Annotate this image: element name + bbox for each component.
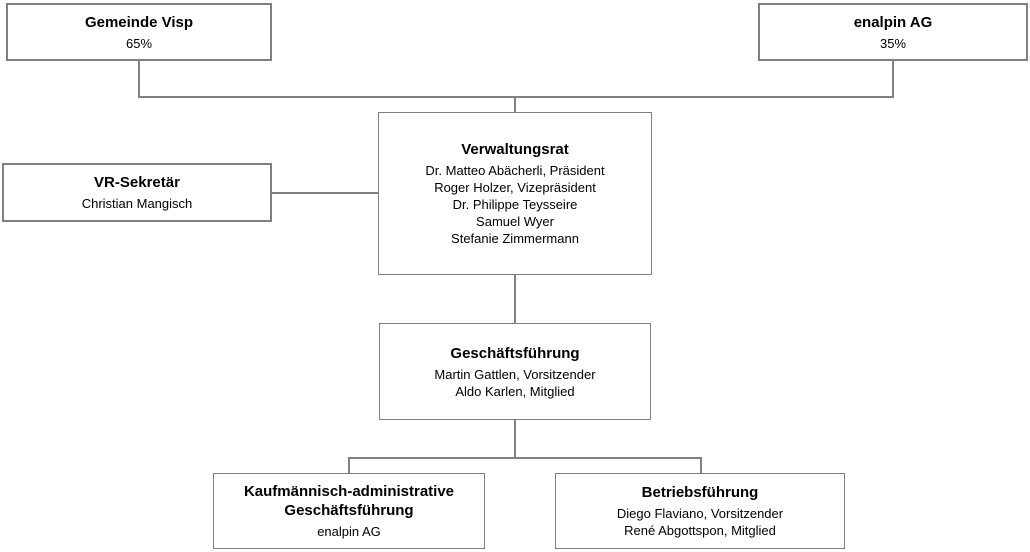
connector-to-betriebsfuehrung <box>700 457 702 473</box>
org-box-title: Gemeinde Visp <box>84 13 194 31</box>
ownership-percentage: 35% <box>879 35 907 51</box>
org-box-title: Kaufmännisch-administrative Geschäftsfüh… <box>243 483 455 519</box>
org-box-title: Geschäftsführung <box>450 344 580 362</box>
ownership-percentage: 65% <box>125 35 153 51</box>
member-name: Roger Holzer, Vizepräsident <box>434 180 596 195</box>
member-name: Samuel Wyer <box>476 214 554 229</box>
connector-gemeinde-drop <box>138 61 140 98</box>
org-box-betriebsfuehrung: Betriebsführung Diego Flaviano, Vorsitze… <box>555 473 845 549</box>
member-name: Dr. Philippe Teysseire <box>452 197 578 212</box>
connector-to-kaufmaennisch <box>348 457 350 473</box>
connector-to-verwaltungsrat <box>514 96 516 112</box>
org-box-geschaeftsfuehrung: Geschäftsführung Martin Gattlen, Vorsitz… <box>379 323 651 420</box>
member-name: René Abgottspon, Mitglied <box>624 523 776 538</box>
member-name: Stefanie Zimmermann <box>451 231 579 246</box>
connector-enalpin-drop <box>892 61 894 98</box>
member-name: Christian Mangisch <box>81 196 193 211</box>
org-box-verwaltungsrat: Verwaltungsrat Dr. Matteo Abächerli, Prä… <box>378 112 652 275</box>
member-name: Aldo Karlen, Mitglied <box>455 383 575 399</box>
org-box-vr-sekretaer: VR-Sekretär Christian Mangisch <box>2 163 272 222</box>
org-box-enalpin-ag: enalpin AG 35% <box>758 3 1028 61</box>
member-name: enalpin AG <box>317 524 381 539</box>
org-box-kaufmaennisch-administrative: Kaufmännisch-administrative Geschäftsfüh… <box>213 473 485 549</box>
connector-owners-horizontal <box>138 96 894 98</box>
org-box-gemeinde-visp: Gemeinde Visp 65% <box>6 3 272 61</box>
member-name: Dr. Matteo Abächerli, Präsident <box>425 163 605 178</box>
org-box-title: enalpin AG <box>853 13 933 31</box>
member-name: Martin Gattlen, Vorsitzender <box>434 366 596 382</box>
connector-geschaeftsfuehrung-drop <box>514 420 516 459</box>
org-box-title: Betriebsführung <box>641 484 759 501</box>
member-name: Diego Flaviano, Vorsitzender <box>616 506 784 521</box>
connector-to-geschaeftsfuehrung <box>514 275 516 323</box>
connector-bottom-horizontal <box>348 457 702 459</box>
org-box-title: Verwaltungsrat <box>461 141 569 158</box>
org-box-title: VR-Sekretär <box>94 174 180 191</box>
connector-vr-sekretaer <box>272 192 378 194</box>
